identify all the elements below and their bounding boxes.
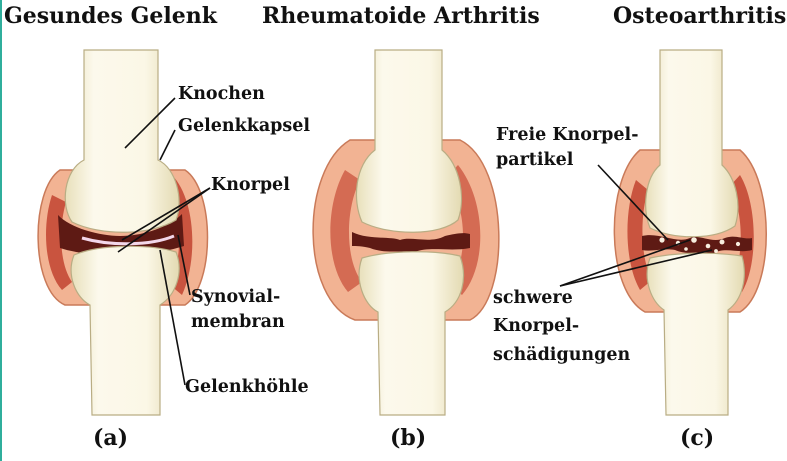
title-healthy-joint: Gesundes Gelenk [4,4,217,30]
label-synovial-line1: Synovial- [191,287,280,308]
label-gelenkhoehle: Gelenkhöhle [185,377,309,398]
label-knorpel: Knorpel [211,175,290,196]
label-knochen: Knochen [178,84,265,105]
caption-a: (a) [93,426,128,452]
healthy-joint [38,50,210,415]
label-gelenkkapsel: Gelenkkapsel [178,116,310,137]
caption-c: (c) [680,426,714,452]
label-schwere-line1: schwere [493,288,573,309]
caption-b: (b) [390,426,426,452]
lower-bone [71,246,179,415]
upper-bone [646,50,738,237]
label-freie-line2: partikel [496,150,573,171]
title-osteoarthritis: Osteoarthritis [613,4,786,30]
label-schwere-line2: Knorpel- [493,316,579,337]
rheumatoid-joint [313,50,499,415]
lower-bone [647,253,744,415]
label-freie-line1: Freie Knorpel- [496,125,638,146]
lower-bone [359,252,463,415]
label-schwere-line3: schädigungen [493,345,630,366]
title-rheumatoid-arthritis: Rheumatoide Arthritis [262,4,540,30]
label-synovial-line2: membran [191,312,285,333]
upper-bone [65,50,179,232]
